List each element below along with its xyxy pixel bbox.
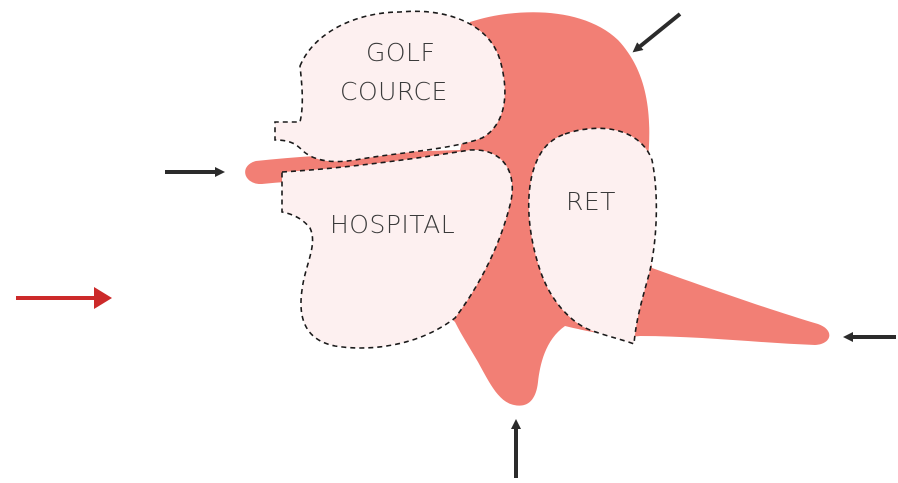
hospital-zone [281, 149, 514, 349]
golf-course-zone [274, 10, 506, 163]
ret-zone [527, 127, 658, 346]
golf-label-line2: COURCE [340, 77, 448, 106]
golf-label-line1: GOLF [366, 38, 435, 67]
hospital-label: HOSPITAL [330, 210, 455, 239]
top-right-arrow-icon [632, 12, 682, 53]
ret-label: RET [566, 187, 616, 216]
red-arrow-icon [16, 287, 112, 309]
